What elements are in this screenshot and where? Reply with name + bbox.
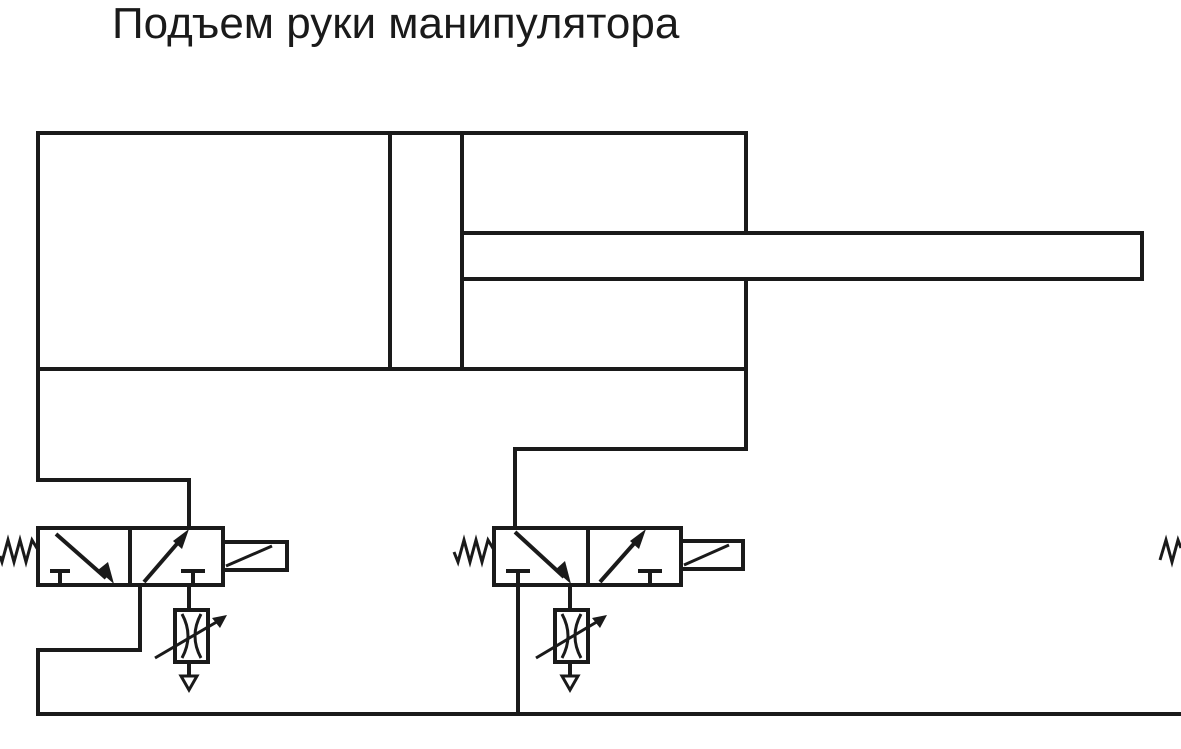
adjustable-throttle-right <box>536 585 607 690</box>
flow-arrow-icon <box>144 538 182 582</box>
flow-arrow-icon <box>56 534 106 578</box>
line-cylinder-left-to-valve <box>38 369 189 528</box>
arrowhead-icon <box>173 529 189 549</box>
adjustable-throttle-left <box>155 585 227 690</box>
arrowhead-icon <box>630 529 646 549</box>
spring-return-icon <box>0 540 38 562</box>
cylinder-piston <box>390 133 462 369</box>
directional-valve-left <box>0 528 287 585</box>
line-supply <box>38 585 1181 714</box>
spring-return-icon <box>1160 540 1181 562</box>
throttle-body <box>175 610 208 662</box>
arrowhead-icon <box>98 562 114 584</box>
pipe-lines <box>38 369 1181 714</box>
directional-valve-partial <box>1160 540 1181 562</box>
adjustment-arrow-icon <box>536 620 600 658</box>
cylinder-rod <box>462 233 1142 279</box>
double-acting-cylinder <box>38 133 1142 369</box>
arrowhead-icon <box>555 561 571 584</box>
solenoid-actuator-icon <box>681 541 743 569</box>
adjustment-arrow-icon <box>155 620 220 658</box>
diagram-title: Подъем руки манипулятора <box>112 0 680 48</box>
line-cylinder-right-to-valve <box>515 369 746 528</box>
directional-valve-right <box>454 528 743 585</box>
solenoid-actuator-icon <box>223 542 287 570</box>
spring-return-icon <box>454 540 494 562</box>
flow-arrow-icon <box>600 538 639 582</box>
exhaust-icon <box>181 676 197 690</box>
exhaust-icon <box>562 676 578 690</box>
